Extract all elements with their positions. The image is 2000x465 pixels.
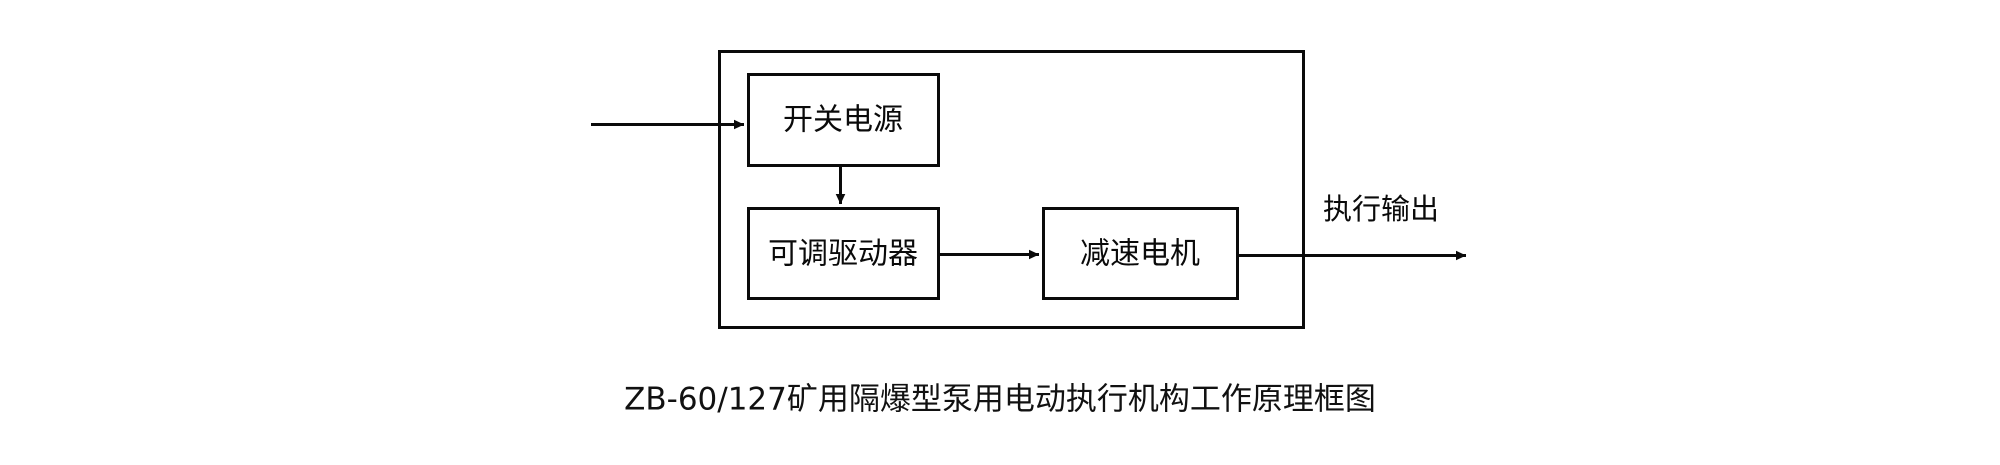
block-gear-motor: [1042, 207, 1239, 300]
block-adjustable-driver: [747, 207, 940, 300]
block-adjustable-driver-label: 可调驱动器: [768, 237, 918, 272]
edge-actuator-output-label: 执行输出: [1323, 192, 1439, 226]
block-gear-motor-label: 减速电机: [1080, 237, 1200, 272]
block-switching-power-supply-label: 开关电源: [783, 103, 903, 138]
figure-caption: ZB-60/127矿用隔爆型泵用电动执行机构工作原理框图: [624, 382, 1376, 418]
block-switching-power-supply: [747, 73, 940, 167]
